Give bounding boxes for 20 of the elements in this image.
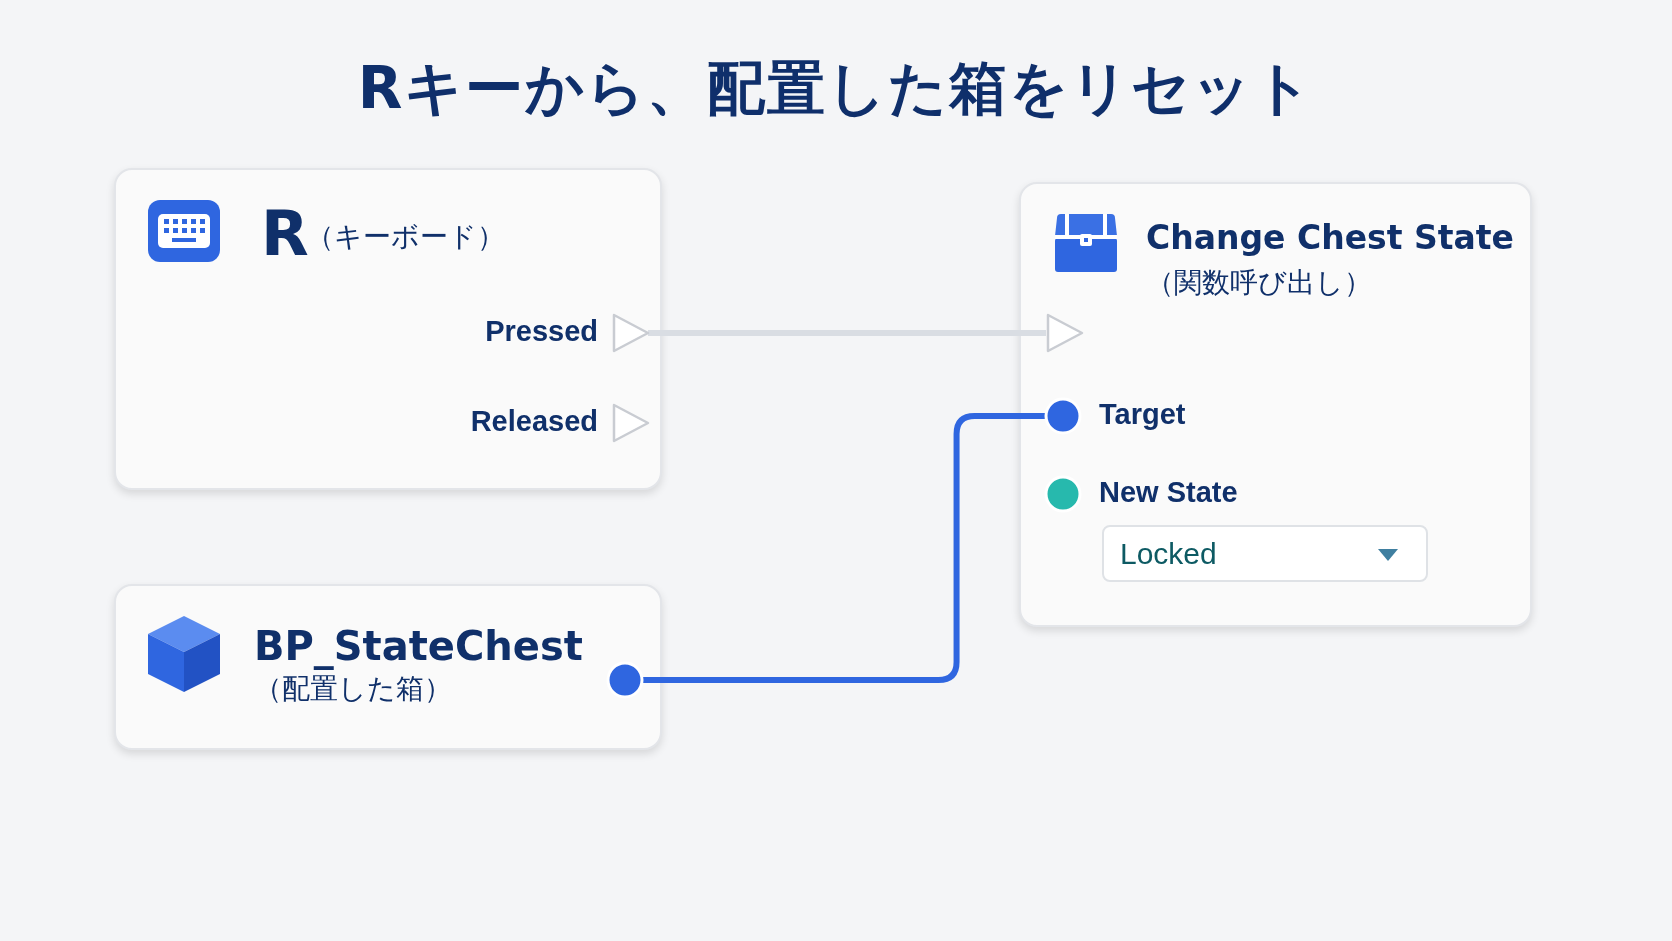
dropdown: Locked bbox=[1102, 525, 1428, 582]
pin-label: Pressed bbox=[485, 316, 598, 348]
node-subtitle: （関数呼び出し） bbox=[1146, 268, 1372, 299]
node-subtitle: （配置した箱） bbox=[254, 674, 452, 705]
exec-pin bbox=[610, 312, 650, 354]
title: Rキーから、配置した箱をリセット bbox=[356, 53, 1316, 124]
pin-label: New State bbox=[1099, 477, 1238, 509]
node-title: R bbox=[261, 200, 309, 269]
node-card bbox=[114, 168, 662, 490]
node-card bbox=[1019, 182, 1532, 627]
wire bbox=[648, 330, 1046, 336]
pin-label: Target bbox=[1099, 399, 1186, 431]
exec-pin bbox=[1044, 312, 1084, 354]
pin-label: Released bbox=[470, 406, 598, 438]
node-card bbox=[114, 584, 662, 750]
exec-pin bbox=[610, 402, 650, 444]
wire bbox=[643, 413, 1045, 683]
node-title: BP_StateChest bbox=[254, 624, 583, 668]
node-title: Change Chest State bbox=[1146, 220, 1514, 257]
node-subtitle: （キーボード） bbox=[306, 222, 505, 253]
